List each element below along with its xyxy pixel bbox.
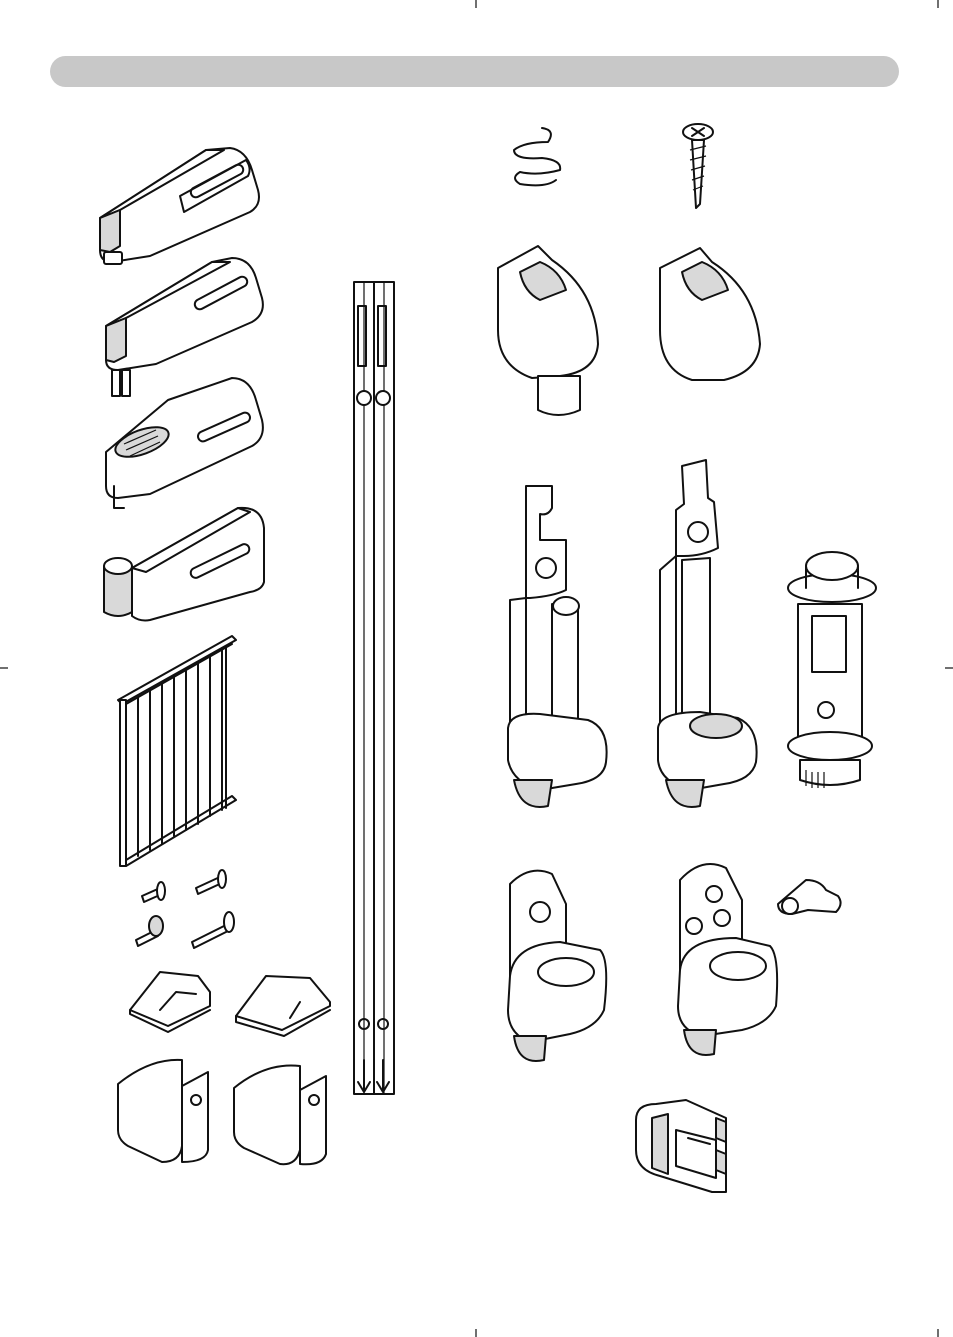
spindle-icon bbox=[788, 552, 876, 788]
hinge-pin-icon bbox=[508, 486, 607, 807]
catch-icon bbox=[636, 1100, 726, 1192]
spring-icon bbox=[514, 128, 560, 185]
clip-icon bbox=[778, 880, 841, 914]
post-cap-icon bbox=[660, 248, 760, 380]
wall-mount-icon bbox=[508, 871, 606, 1061]
wall-mount-icon bbox=[678, 864, 777, 1055]
hinge-socket-icon bbox=[658, 460, 757, 807]
post-cap-icon bbox=[498, 246, 598, 415]
screw-icon bbox=[683, 124, 713, 208]
